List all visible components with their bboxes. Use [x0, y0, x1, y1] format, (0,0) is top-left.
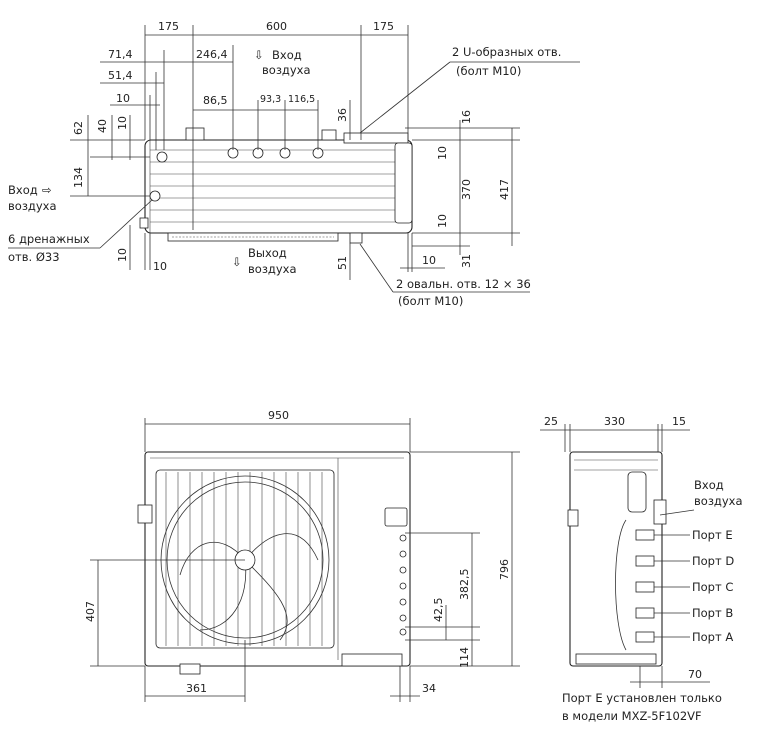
dim-370: 370 [460, 179, 473, 200]
dim-31: 31 [460, 254, 473, 268]
grille-lines [165, 472, 323, 646]
port-e-label: Порт E [692, 528, 733, 542]
dim-10-d: 10 [436, 146, 449, 160]
air-in-side-label-2: воздуха [694, 494, 743, 508]
dim-70: 70 [688, 668, 702, 681]
dim-15: 15 [672, 415, 686, 428]
dim-42-5: 42,5 [432, 598, 445, 623]
u-holes-bolt-label: (болт M10) [456, 64, 521, 78]
air-out-label-2: воздуха [248, 262, 297, 276]
front-view: 950 796 382,5 42,5 114 407 361 34 [84, 409, 520, 702]
dim-10-b: 10 [116, 116, 129, 130]
dim-36: 36 [336, 108, 349, 122]
dim-51-4: 51,4 [108, 69, 133, 82]
dim-93-3: 93,3 [260, 94, 281, 105]
dim-796: 796 [498, 559, 511, 580]
air-in-left-label-1: Вход [8, 183, 38, 197]
dim-175-left: 175 [158, 20, 179, 33]
air-in-top-label-2: воздуха [262, 63, 311, 77]
note-line-1: Порт E установлен только [562, 691, 722, 705]
dim-175-right: 175 [373, 20, 394, 33]
dim-600: 600 [266, 20, 287, 33]
dim-950: 950 [268, 409, 289, 422]
dim-382-5: 382,5 [458, 569, 471, 601]
air-out-label-1: Выход [248, 246, 287, 260]
oval-holes-label: 2 овальн. отв. 12 × 36 [396, 277, 531, 291]
port-d-label: Порт D [692, 554, 734, 568]
dim-34: 34 [422, 682, 436, 695]
dim-10-a: 10 [116, 92, 130, 105]
dim-10-g: 10 [422, 254, 436, 267]
dim-246-4: 246,4 [196, 48, 228, 61]
dim-71-4: 71,4 [108, 48, 133, 61]
dim-10-f: 10 [153, 260, 167, 273]
drain-label-1: 6 дренажных [8, 232, 90, 246]
dim-407: 407 [84, 601, 97, 622]
dim-16: 16 [460, 110, 473, 124]
air-in-left-arrow: ⇨ [42, 183, 52, 197]
dim-114: 114 [458, 647, 471, 668]
dim-330: 330 [604, 415, 625, 428]
side-view-body [569, 451, 663, 667]
dim-62: 62 [72, 121, 85, 135]
dim-51: 51 [336, 256, 349, 270]
dim-361: 361 [186, 682, 207, 695]
air-in-top-arrow: ⇩ [254, 48, 264, 62]
dim-10-c: 10 [116, 248, 129, 262]
air-in-top-label-1: Вход [272, 48, 302, 62]
dim-40: 40 [96, 119, 109, 133]
note-line-2: в модели MXZ-5F102VF [562, 709, 702, 723]
air-in-side-label-1: Вход [694, 478, 724, 492]
dim-116-5: 116,5 [288, 94, 315, 105]
dim-417: 417 [498, 179, 511, 200]
port-a-label: Порт A [692, 630, 733, 644]
drain-label-2: отв. Ø33 [8, 250, 60, 264]
port-b-label: Порт B [692, 606, 733, 620]
top-view-body [144, 139, 413, 234]
dim-86-5: 86,5 [203, 94, 228, 107]
side-view: 25 330 15 70 Вход воздуха Порт E Порт D … [540, 415, 743, 723]
dim-134: 134 [72, 167, 85, 188]
port-c-label: Порт C [692, 580, 733, 594]
top-view: 175 600 175 71,4 246,4 51,4 10 86,5 93,3… [8, 20, 580, 308]
u-holes-label: 2 U-образных отв. [452, 45, 561, 59]
oval-holes-bolt-label: (болт M10) [398, 294, 463, 308]
air-in-left-label-2: воздуха [8, 199, 57, 213]
air-out-arrow: ⇩ [232, 255, 242, 269]
dim-10-e: 10 [436, 214, 449, 228]
front-view-body [144, 451, 411, 667]
dim-25: 25 [544, 415, 558, 428]
